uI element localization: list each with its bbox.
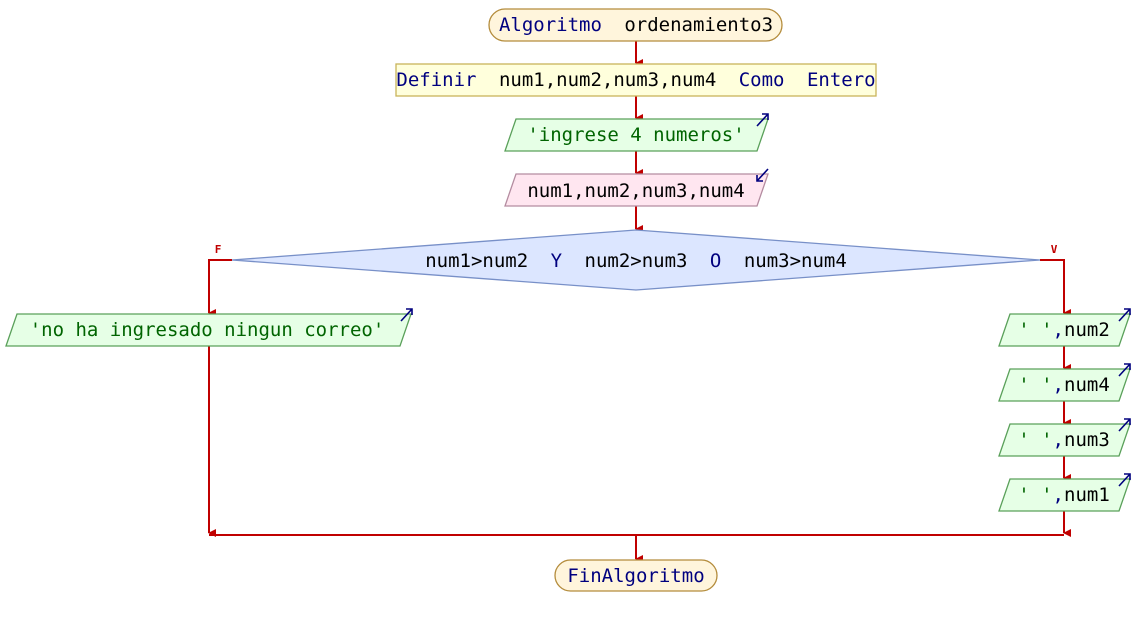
output-arrow-icon [1118, 363, 1131, 377]
false-branch-output-box: 'no ha ingresado ningun correo' [5, 308, 413, 347]
svg-text:' ',num4: ' ',num4 [1018, 374, 1110, 396]
true-branch-output-1: ' ',num2 [998, 308, 1131, 347]
svg-text:num1>num2 Y num2>n: num1>num2 Y num2>num3 O num3>num4 [425, 250, 847, 272]
condition-op-or: O [710, 250, 721, 272]
condition-op-and: Y [551, 250, 563, 272]
output-arrow-icon [1118, 418, 1131, 432]
define-keyword: Definir [396, 69, 476, 91]
edge-decision-false [208, 259, 232, 317]
output-arrow-icon [1118, 473, 1131, 487]
output-2-var: num4 [1064, 374, 1110, 396]
edge-decision-true [1040, 259, 1071, 317]
svg-text:Definir num1,num2,num3,n: Definir num1,num2,num3,num4 Como Entero [396, 69, 875, 91]
output-1-string: ' ' [1018, 319, 1052, 341]
write-prompt-box: 'ingrese 4 numeros' [504, 113, 769, 152]
output-arrow-icon [756, 113, 769, 127]
condition-part-1: num1>num2 [425, 250, 528, 272]
define-type: Entero [807, 69, 876, 91]
end-keyword: FinAlgoritmo [567, 565, 704, 587]
output-4-string: ' ' [1018, 484, 1052, 506]
start-keyword: Algoritmo [499, 14, 602, 36]
input-arrow-icon [756, 168, 769, 182]
false-label: F [215, 243, 222, 256]
read-input-text: num1,num2,num3,num4 [527, 180, 744, 202]
svg-text:' ',num2: ' ',num2 [1018, 319, 1110, 341]
define-como-keyword: Como [739, 69, 785, 91]
output-2-string: ' ' [1018, 374, 1052, 396]
output-3-string: ' ' [1018, 429, 1052, 451]
condition-part-2: num2>num3 [585, 250, 688, 272]
svg-text:' ',num3: ' ',num3 [1018, 429, 1110, 451]
start-terminal: Algoritmo ordenamiento3 [488, 8, 783, 42]
read-input-box: num1,num2,num3,num4 [504, 168, 769, 207]
true-branch-output-3: ' ',num3 [998, 418, 1131, 457]
svg-text:' ',num1: ' ',num1 [1018, 484, 1110, 506]
output-2-sep: , [1053, 374, 1064, 396]
condition-part-3: num3>num4 [744, 250, 847, 272]
write-prompt-text: 'ingrese 4 numeros' [527, 124, 744, 146]
true-branch-output-2: ' ',num4 [998, 363, 1131, 402]
false-branch-text: 'no ha ingresado ningun correo' [30, 319, 385, 341]
output-1-sep: , [1053, 319, 1064, 341]
end-terminal: FinAlgoritmo [554, 559, 718, 592]
output-3-var: num3 [1064, 429, 1110, 451]
output-3-sep: , [1053, 429, 1064, 451]
edges [208, 41, 1071, 563]
output-arrow-icon [1118, 308, 1131, 322]
output-4-sep: , [1053, 484, 1064, 506]
algorithm-name: ordenamiento3 [624, 14, 773, 36]
svg-text:Algoritmo ordenamiento3: Algoritmo ordenamiento3 [499, 14, 773, 36]
output-1-var: num2 [1064, 319, 1110, 341]
output-4-var: num1 [1064, 484, 1110, 506]
define-process-box: Definir num1,num2,num3,num4 Como Entero [395, 63, 877, 97]
true-branch-output-4: ' ',num1 [998, 473, 1131, 512]
output-arrow-icon [400, 308, 413, 322]
decision-diamond: num1>num2 Y num2>num3 O num3>num4 F V [215, 229, 1058, 291]
true-label: V [1051, 243, 1058, 256]
define-vars: num1,num2,num3,num4 [499, 69, 716, 91]
